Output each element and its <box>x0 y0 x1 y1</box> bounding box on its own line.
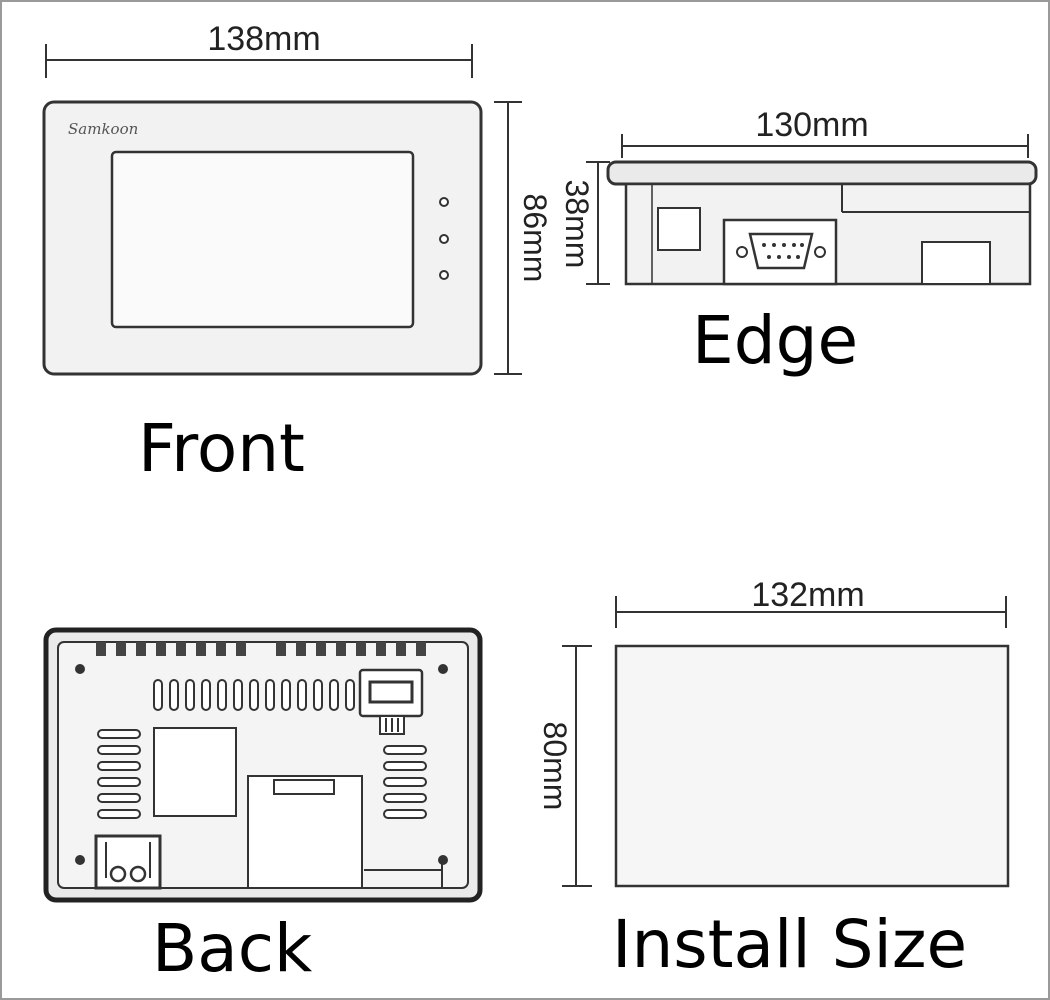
brand-logo: Samkoon <box>68 120 138 138</box>
back-top-notches <box>96 642 426 656</box>
back-view <box>43 627 483 903</box>
indicator-led-1 <box>439 197 449 207</box>
front-width-label: 138mm <box>207 20 320 58</box>
install-view: 132mm 80mm <box>537 576 1010 888</box>
edge-view: 130mm 38mm <box>559 106 1038 286</box>
front-screen <box>110 150 415 329</box>
back-view-label: Back <box>152 910 313 987</box>
edge-view-label: Edge <box>692 302 859 379</box>
back-vent-right <box>383 745 427 819</box>
edge-power-port <box>921 241 991 285</box>
serial-port-db9 <box>748 232 814 270</box>
install-width-dimension: 132mm <box>615 576 1007 628</box>
edge-depth-dimension: 38mm <box>559 161 610 285</box>
back-vent-left <box>97 729 141 819</box>
edge-width-dimension: 130mm <box>621 106 1029 158</box>
indicator-led-3 <box>439 270 449 280</box>
front-view: 138mm 86mm Samkoon <box>42 20 553 376</box>
edge-width-label: 130mm <box>755 106 868 144</box>
front-view-label: Front <box>138 410 305 487</box>
edge-flange <box>606 160 1038 186</box>
install-height-label: 80mm <box>537 722 573 811</box>
serial-port-pins <box>762 243 804 259</box>
front-width-dimension: 138mm <box>45 20 473 78</box>
install-cutout <box>614 644 1010 888</box>
back-label-plate <box>153 727 237 817</box>
install-size-label: Install Size <box>612 906 968 983</box>
indicator-led-2 <box>439 234 449 244</box>
back-vent-top <box>153 679 355 711</box>
front-height-label: 86mm <box>517 194 553 283</box>
install-height-dimension: 80mm <box>537 645 592 887</box>
front-height-dimension: 86mm <box>494 101 553 375</box>
edge-depth-label: 38mm <box>559 180 595 269</box>
edge-usb-port <box>657 207 701 251</box>
install-width-label: 132mm <box>751 576 864 614</box>
